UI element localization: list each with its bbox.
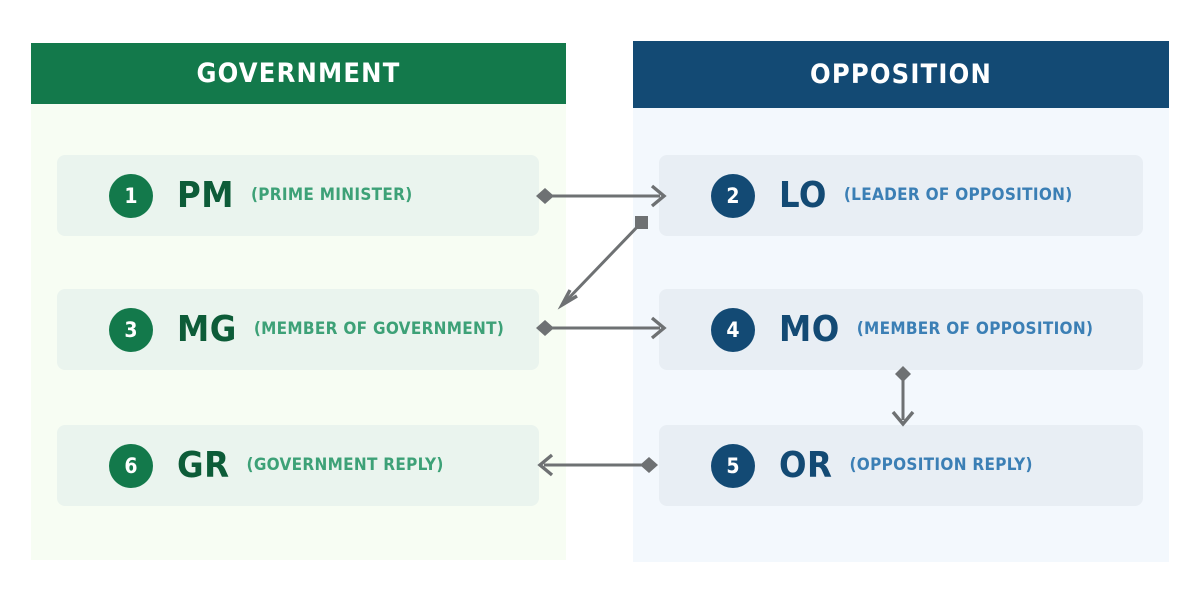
speaker-card-lo[interactable]: 2 LO (LEADER OF OPPOSITION) — [659, 155, 1143, 236]
speaker-card-mg[interactable]: 3 MG (MEMBER OF GOVERNMENT) — [57, 289, 539, 370]
speaker-order-badge-2: 2 — [711, 173, 755, 218]
speaker-order-badge-1: 1 — [109, 173, 153, 218]
speaker-order-badge-3: 3 — [109, 307, 153, 352]
speaker-full-mo: (MEMBER OF OPPOSITION) — [856, 319, 1094, 339]
speaker-full-mg: (MEMBER OF GOVERNMENT) — [253, 319, 505, 339]
speaker-abbr-mo: MO — [779, 308, 840, 350]
speaker-card-mo[interactable]: 4 MO (MEMBER OF OPPOSITION) — [659, 289, 1143, 370]
speaker-card-or[interactable]: 5 OR (OPPOSITION REPLY) — [659, 425, 1143, 506]
opposition-panel: OPPOSITION 2 LO (LEADER OF OPPOSITION) 4… — [633, 41, 1169, 562]
speaker-abbr-lo: LO — [779, 174, 827, 216]
speaker-order-badge-4: 4 — [711, 307, 755, 352]
speaker-order-badge-6: 6 — [109, 443, 153, 488]
speaker-abbr-mg: MG — [177, 308, 237, 350]
speaker-full-gr: (GOVERNMENT REPLY) — [246, 455, 444, 475]
government-panel-header: GOVERNMENT — [31, 43, 566, 104]
speaker-abbr-gr: GR — [177, 444, 230, 486]
speaker-card-gr[interactable]: 6 GR (GOVERNMENT REPLY) — [57, 425, 539, 506]
speaker-order-badge-5: 5 — [711, 443, 755, 488]
opposition-panel-header: OPPOSITION — [633, 41, 1169, 108]
opposition-header-label: OPPOSITION — [810, 59, 992, 90]
government-header-label: GOVERNMENT — [196, 58, 401, 89]
speaker-abbr-or: OR — [779, 444, 833, 486]
speaker-abbr-pm: PM — [177, 174, 234, 216]
government-panel: GOVERNMENT 1 PM (PRIME MINISTER) 3 MG (M… — [31, 43, 566, 560]
speaker-card-pm[interactable]: 1 PM (PRIME MINISTER) — [57, 155, 539, 236]
speaker-full-or: (OPPOSITION REPLY) — [849, 455, 1033, 475]
speaker-full-lo: (LEADER OF OPPOSITION) — [843, 185, 1073, 205]
speaker-full-pm: (PRIME MINISTER) — [250, 185, 413, 205]
